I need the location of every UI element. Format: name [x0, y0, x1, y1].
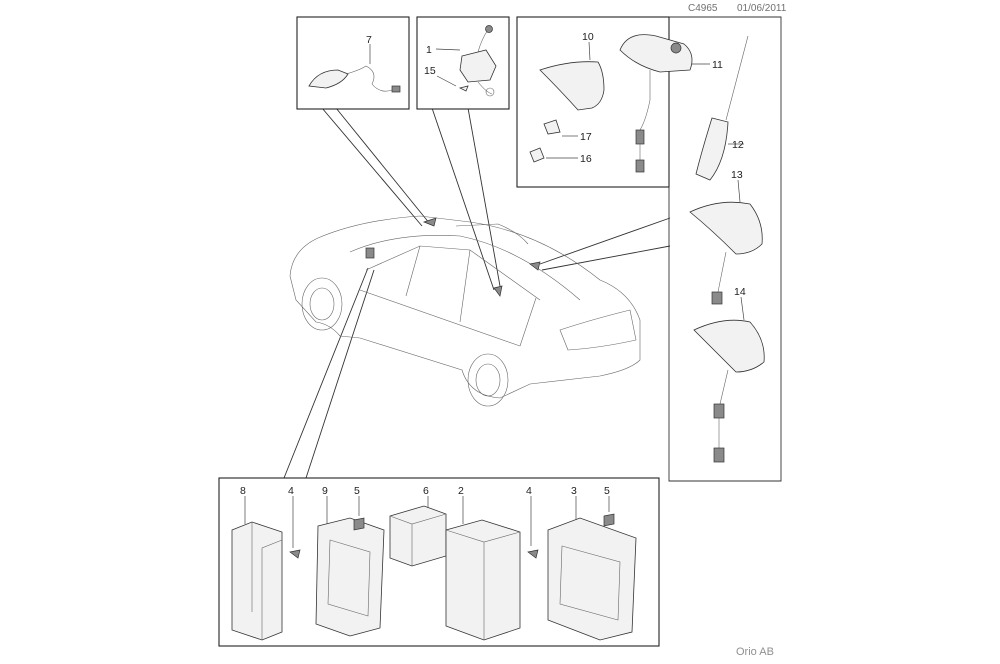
part-12-mast-base — [695, 117, 729, 181]
callout-11: 11 — [712, 59, 723, 71]
callout-5-left: 5 — [354, 485, 360, 497]
publisher-label: Orio AB — [736, 646, 774, 658]
part-1-connector — [485, 25, 493, 33]
part-10-roof-antenna — [539, 61, 605, 111]
part-5-nut-left — [353, 517, 365, 531]
detail-box-2-9: 8 4 9 5 6 2 4 3 5 — [218, 477, 660, 647]
callout-4-right: 4 — [526, 485, 532, 497]
detail-box-10-17: 10 17 16 11 — [516, 16, 723, 188]
part-2-control-unit — [445, 519, 521, 641]
part-9-bracket — [315, 517, 385, 637]
part-13-roof-antenna — [689, 201, 763, 255]
part-4-screw-left — [289, 549, 301, 559]
callout-14: 14 — [734, 286, 746, 298]
detail-box-12-14: 12 13 14 — [668, 16, 782, 482]
detail-box-1-15: 1 15 — [416, 16, 510, 110]
part-5-nut-right — [603, 513, 615, 527]
part-15-clip — [458, 85, 469, 92]
detail-box-7: 7 — [296, 16, 410, 110]
callout-1: 1 — [426, 44, 432, 56]
callout-15: 15 — [424, 65, 436, 77]
part-14-roof-antenna — [693, 319, 765, 373]
vehicle-illustration — [289, 215, 641, 407]
part-3-bracket — [547, 517, 637, 641]
callout-4-left: 4 — [288, 485, 294, 497]
part-8-control-module — [231, 521, 283, 641]
drawing-code: C4965 — [688, 3, 718, 14]
callout-3: 3 — [571, 485, 577, 497]
part-1-amplifier — [459, 49, 497, 83]
callout-12: 12 — [732, 139, 744, 151]
connector-lines — [283, 107, 671, 479]
callout-5-right: 5 — [604, 485, 610, 497]
part-7-connector — [391, 85, 401, 93]
part-17-clip — [543, 119, 561, 135]
callout-8: 8 — [240, 485, 246, 497]
part-6-module — [389, 505, 447, 567]
callout-10: 10 — [582, 31, 594, 43]
part-16-nut — [529, 147, 545, 163]
callout-16: 16 — [580, 153, 592, 165]
callout-6: 6 — [423, 485, 429, 497]
callout-13: 13 — [731, 169, 743, 181]
callout-17: 17 — [580, 131, 592, 143]
callout-9: 9 — [322, 485, 328, 497]
callout-2: 2 — [458, 485, 464, 497]
part-4-screw-right — [527, 549, 539, 559]
part-7-antenna-module — [308, 69, 349, 89]
part-12-mast — [725, 35, 749, 121]
callout-7: 7 — [366, 34, 372, 46]
drawing-date: 01/06/2011 — [737, 3, 787, 14]
